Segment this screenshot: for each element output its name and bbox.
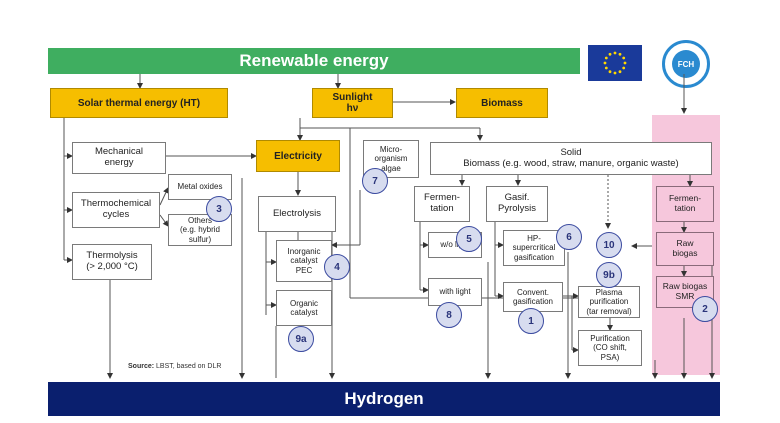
hydrogen-banner: Hydrogen [48,382,720,416]
thermolysis-box: Thermolysis (> 2,000 °C) [72,244,152,280]
fermentation-biogas-box: Fermen- tation [656,186,714,222]
marker-6: 6 [556,224,582,250]
source-note: Source: LBST, based on DLR [128,363,221,370]
hp-supercritical-gasification-box: HP- supercritical gasification [503,230,565,266]
marker-3: 3 [206,196,232,222]
marker-1: 1 [518,308,544,334]
metal-oxides-box: Metal oxides [168,174,232,200]
gasification-pyrolysis-box: Gasif. Pyrolysis [486,186,548,222]
plasma-purification-box: Plasma purification (tar removal) [578,286,640,318]
solar-thermal-energy-box: Solar thermal energy (HT) [50,88,228,118]
thermochemical-cycles-box: Thermochemical cycles [72,192,160,228]
mechanical-energy-box: Mechanical energy [72,142,166,174]
marker-9a: 9a [288,326,314,352]
purification-box: Purification (CO shift, PSA) [578,330,642,366]
marker-9b: 9b [596,262,622,288]
fch-logo: FCH [662,40,710,88]
marker-8: 8 [436,302,462,328]
biomass-box: Biomass [456,88,548,118]
solid-biomass-box: Solid Biomass (e.g. wood, straw, manure,… [430,142,712,175]
marker-7: 7 [362,168,388,194]
renewable-energy-banner: Renewable energy [48,48,580,74]
marker-2: 2 [692,296,718,322]
raw-biogas-box: Raw biogas [656,232,714,266]
electricity-box: Electricity [256,140,340,172]
marker-5: 5 [456,226,482,252]
marker-4: 4 [324,254,350,280]
electrolysis-box: Electrolysis [258,196,336,232]
sunlight-box: Sunlight hν [312,88,393,118]
with-light-box: with light [428,278,482,306]
marker-10: 10 [596,232,622,258]
eu-flag-logo [588,45,642,81]
fermentation-box: Fermen- tation [414,186,470,222]
fch-logo-text: FCH [672,50,700,78]
source-label: Source: [128,363,155,370]
inorganic-catalyst-box: Inorganic catalyst PEC [276,240,332,282]
organic-catalyst-box: Organic catalyst [276,290,332,326]
source-text: LBST, based on DLR [156,363,222,370]
